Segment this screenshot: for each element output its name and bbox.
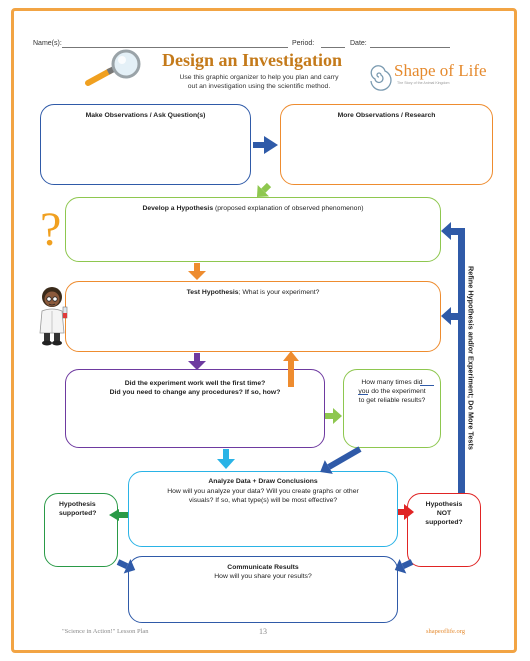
times-line-3: to get reliable results? [358, 397, 426, 404]
work-line-2: Did you need to change any procedures? I… [109, 389, 281, 396]
footer-left: "Science in Action!" Lesson Plan [62, 628, 149, 635]
supported-line-2: supported? [59, 510, 97, 517]
arrow-not-supported-to-communicate [394, 558, 414, 574]
scientist-icon [39, 287, 68, 346]
page-subtitle: Use this graphic organizer to help you p… [152, 73, 366, 91]
communicate-line-1: How will you share your results? [214, 573, 312, 580]
supported-box[interactable]: Hypothesis supported? [44, 493, 118, 567]
nautilus-icon [370, 65, 392, 91]
times-line-1: How many times did [361, 379, 423, 386]
date-label: Date: [350, 40, 367, 47]
repetitions-box[interactable]: How many times did you do the experiment… [343, 369, 441, 448]
research-title: More Observations / Research [337, 112, 436, 119]
research-box[interactable]: More Observations / Research [280, 104, 493, 185]
underline-did [420, 385, 434, 386]
arrow-work-to-analyze [217, 449, 235, 469]
test-title: Test Hypothesis [186, 289, 239, 296]
communicate-box[interactable]: Communicate Results How will you share y… [128, 556, 398, 623]
observations-title: Make Observations / Ask Question(s) [85, 112, 206, 119]
analyze-line-1: How will you analyze your data? Will you… [167, 488, 359, 495]
not-supported-line-2: NOT [436, 510, 452, 517]
analyze-box[interactable]: Analyze Data + Draw Conclusions How will… [128, 471, 398, 547]
test-box[interactable]: Test Hypothesis; What is your experiment… [65, 281, 441, 352]
arrow-hypothesis-to-test [188, 263, 206, 280]
arrow-test-to-work [188, 353, 206, 370]
page-title: Design an Investigation [162, 50, 343, 70]
arrow-research-to-hypothesis [256, 182, 272, 198]
arrow-observations-to-research [253, 136, 278, 154]
not-supported-line-1: Hypothesis [425, 501, 463, 508]
work-line-1: Did the experiment work well the first t… [124, 380, 266, 387]
names-label: Name(s): [33, 40, 62, 47]
test-question: ; What is your experiment? [238, 289, 320, 296]
date-field[interactable] [370, 47, 450, 48]
not-supported-box[interactable]: Hypothesis NOT supported? [407, 493, 481, 567]
names-field[interactable] [62, 47, 288, 48]
arrow-analyze-to-supported [109, 509, 128, 521]
underline-you [358, 394, 368, 395]
arrow-times-to-analyze [320, 446, 362, 474]
experiment-work-box[interactable]: Did the experiment work well the first t… [65, 369, 325, 448]
hypothesis-box[interactable]: Develop a Hypothesis (proposed explanati… [65, 197, 441, 262]
footer-page-number: 13 [259, 627, 267, 636]
magnifying-glass-icon [85, 49, 141, 86]
subtitle-line-1: Use this graphic organizer to help you p… [179, 74, 339, 81]
arrow-work-to-times [325, 408, 342, 424]
brand-tagline: The Story of the Animal Kingdom [397, 81, 450, 85]
arrow-analyze-to-not-supported [398, 504, 414, 520]
supported-line-1: Hypothesis [59, 501, 96, 508]
communicate-title: Communicate Results [227, 564, 299, 571]
arrow-supported-to-communicate [116, 558, 136, 574]
question-mark-icon: ? [40, 203, 62, 256]
times-line-2: you do the experiment [358, 388, 426, 395]
analyze-title: Analyze Data + Draw Conclusions [208, 478, 318, 485]
subtitle-line-2: out an investigation using the scientifi… [187, 83, 331, 90]
period-label: Period: [292, 40, 315, 47]
brand-name: Shape of Life [394, 61, 487, 80]
observations-box[interactable]: Make Observations / Ask Question(s) [40, 104, 251, 185]
analyze-line-2: visuals? If so, what type(s) will be mos… [188, 497, 338, 504]
footer-right[interactable]: shapeoflife.org [426, 628, 466, 635]
hypothesis-note: (proposed explanation of observed phenom… [215, 205, 364, 212]
hypothesis-title: Develop a Hypothesis [142, 205, 214, 212]
period-field[interactable] [321, 47, 345, 48]
arrow-refine-loop [441, 222, 465, 493]
not-supported-line-3: supported? [425, 519, 463, 526]
arrow-work-to-test [283, 351, 299, 387]
